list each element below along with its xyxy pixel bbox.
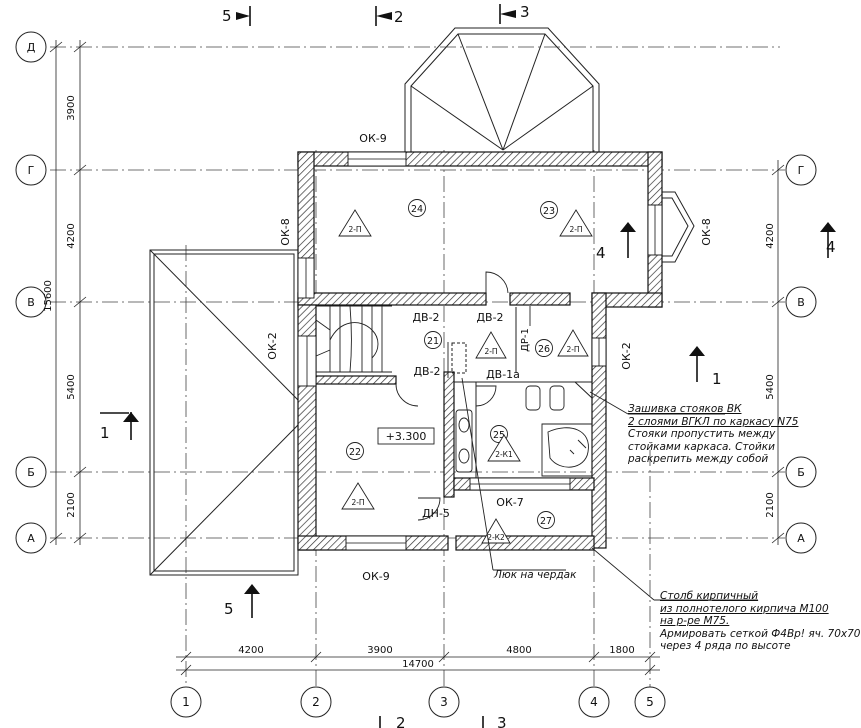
dim-bottom-14700: 14700 bbox=[402, 659, 434, 670]
room-21: 21 bbox=[427, 336, 439, 347]
section-arrows bbox=[123, 10, 836, 594]
col-label-5: 5 bbox=[646, 695, 654, 709]
room-25: 25 bbox=[493, 430, 505, 441]
section-label-5-bottom: 5 bbox=[224, 600, 234, 618]
dim-right-2100: 2100 bbox=[765, 492, 776, 517]
section-label-5-top: 5 bbox=[222, 7, 232, 25]
door-dv2-c: ДВ-2 bbox=[413, 365, 440, 378]
section-label-3-bottom: 3 bbox=[497, 714, 507, 728]
left-dimension-chain bbox=[49, 40, 87, 545]
col-label-2: 2 bbox=[312, 695, 320, 709]
row-label-v-right: В bbox=[797, 296, 805, 309]
window-ok8-right: ОК-8 bbox=[700, 218, 713, 245]
section-label-4-right: 4 bbox=[826, 238, 836, 256]
dim-bottom-4200: 4200 bbox=[238, 645, 263, 656]
row-label-b-right: Б bbox=[797, 466, 805, 479]
level-mark: +3.300 bbox=[386, 430, 427, 443]
brick-note-line-1: из полнотелого кирпича М100 bbox=[660, 602, 829, 615]
window-sash-lines bbox=[305, 158, 656, 544]
section-label-2-top: 2 bbox=[394, 8, 404, 26]
dim-right-5400: 5400 bbox=[765, 374, 776, 399]
bottom-dimension-chain bbox=[176, 651, 660, 676]
mark-room-23: 2-П bbox=[569, 225, 582, 234]
room-circles bbox=[346, 199, 558, 529]
dim-right-4200: 4200 bbox=[765, 223, 776, 248]
hip-roof-left bbox=[149, 249, 299, 576]
brick-note-title: Столб кирпичный bbox=[660, 590, 759, 602]
row-label-b-left: Б bbox=[27, 466, 35, 479]
hatch-label: Люк на чердак bbox=[493, 569, 577, 581]
room-23: 23 bbox=[543, 206, 555, 217]
window-ok2-right: ОК-2 bbox=[620, 342, 633, 369]
level-box bbox=[377, 427, 435, 445]
riser-note-line-2: Стояки пропустить между bbox=[628, 428, 776, 440]
room-24: 24 bbox=[411, 204, 423, 215]
leader-lines bbox=[461, 377, 758, 601]
riser-note-line-3: стойками каркаса. Стойки bbox=[628, 440, 775, 453]
dim-left-2100: 2100 bbox=[66, 492, 77, 517]
right-dimension-chain bbox=[771, 160, 785, 545]
room-27: 27 bbox=[540, 516, 552, 527]
dim-left-15600: 15600 bbox=[43, 280, 54, 312]
dim-bottom-1800: 1800 bbox=[609, 645, 634, 656]
row-label-a-right: А bbox=[797, 532, 805, 545]
row-label-g-right: Г bbox=[798, 164, 805, 177]
dim-left-3900: 3900 bbox=[66, 95, 77, 120]
row-label-a-left: А bbox=[27, 532, 35, 545]
brick-note-line-2: на р-ре М75. bbox=[660, 615, 730, 627]
finish-triangles bbox=[338, 209, 593, 544]
brick-column-note: Столб кирпичный из полнотелого кирпича М… bbox=[660, 590, 861, 653]
row-label-v-left: В bbox=[27, 296, 35, 309]
riser-note-line-4: раскрепить между собой bbox=[628, 453, 769, 465]
section-label-1-right: 1 bbox=[712, 370, 722, 388]
brick-note-line-4: через 4 ряда по высоте bbox=[660, 640, 791, 652]
dim-bottom-4800: 4800 bbox=[506, 645, 531, 656]
row-axis-bubbles bbox=[15, 31, 817, 554]
door-dv1a: ДВ-1а bbox=[486, 368, 520, 381]
dim-left-4200: 4200 bbox=[66, 223, 77, 248]
section-label-1-left: 1 bbox=[100, 424, 110, 442]
col-label-1: 1 bbox=[182, 695, 190, 709]
door-dn5: ДН-5 bbox=[422, 507, 450, 520]
col-label-4: 4 bbox=[590, 695, 598, 709]
bathroom-fixtures bbox=[455, 385, 593, 477]
window-ok2-left: ОК-2 bbox=[266, 332, 279, 359]
mark-room-24: 2-П bbox=[348, 225, 361, 234]
riser-note: Зашивка стояков ВК 2 слоями ВГКЛ по карк… bbox=[628, 403, 798, 466]
dim-bottom-3900: 3900 bbox=[367, 645, 392, 656]
room-26: 26 bbox=[538, 344, 550, 355]
door-dv2-a: ДВ-2 bbox=[412, 311, 439, 324]
door-dr1: ДР-1 bbox=[520, 328, 531, 352]
dim-left-5400: 5400 bbox=[66, 374, 77, 399]
row-label-d-left: Д bbox=[27, 41, 36, 54]
floor-plan: Д Г В Б А Г В Б А 1 2 3 4 5 3900 4200 54… bbox=[15, 3, 836, 728]
window-ok7: ОК-7 bbox=[496, 496, 523, 509]
window-ok9-bottom: ОК-9 bbox=[362, 570, 389, 583]
section-label-2-bottom: 2 bbox=[396, 714, 406, 728]
window-ok9-top: ОК-9 bbox=[359, 132, 386, 145]
staircase bbox=[315, 305, 392, 373]
row-label-g-left: Г bbox=[28, 164, 35, 177]
brick-note-line-3: Армировать сеткой Ф4Вр! яч. 70х70 bbox=[660, 627, 861, 640]
riser-note-title: Зашивка стояков ВК bbox=[628, 403, 742, 415]
door-swings bbox=[395, 271, 531, 521]
mark-room-22: 2-П bbox=[351, 498, 364, 507]
riser-note-line-1: 2 слоями ВГКЛ по каркасу N75 bbox=[628, 415, 799, 428]
bay-right-small bbox=[659, 191, 695, 263]
mark-room-27: 2-К2 bbox=[487, 533, 505, 542]
room-22: 22 bbox=[349, 447, 361, 458]
mark-room-21: 2-П bbox=[484, 347, 497, 356]
mark-room-25: 2-К1 bbox=[495, 450, 513, 459]
section-label-4-inner: 4 bbox=[596, 244, 606, 262]
mark-room-26: 2-П bbox=[566, 345, 579, 354]
column-axis-bubbles bbox=[170, 686, 666, 718]
section-label-3-top: 3 bbox=[520, 3, 530, 21]
window-ok8-left: ОК-8 bbox=[279, 218, 292, 245]
door-dv2-b: ДВ-2 bbox=[476, 311, 503, 324]
col-label-3: 3 bbox=[440, 695, 448, 709]
